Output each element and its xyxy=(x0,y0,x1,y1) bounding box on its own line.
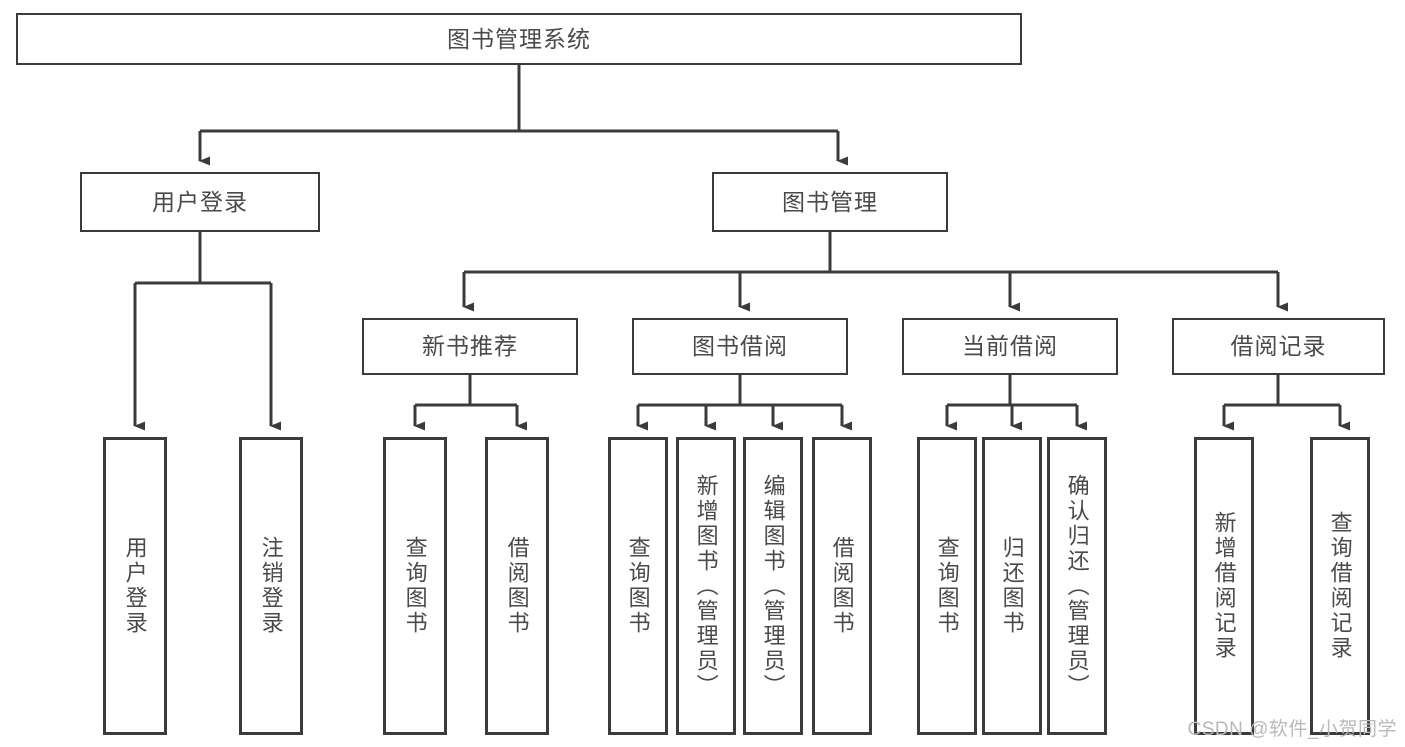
node-label: 查询图书 xyxy=(934,536,960,636)
node-label: 注销登录 xyxy=(258,536,284,636)
node-current-borrow[interactable]: 当前借阅 xyxy=(902,318,1118,375)
node-leaf-borrow-book[interactable]: 借阅图书 xyxy=(812,437,872,735)
node-leaf-query-book-current[interactable]: 查询图书 xyxy=(917,437,977,735)
node-label: 用户登录 xyxy=(152,188,248,215)
node-label: 新增借阅记录 xyxy=(1211,511,1237,661)
node-label: 借阅图书 xyxy=(504,536,530,636)
node-leaf-query-book-borrow[interactable]: 查询图书 xyxy=(608,437,668,735)
node-book-borrow[interactable]: 图书借阅 xyxy=(632,318,848,375)
node-label: 借阅记录 xyxy=(1230,333,1327,360)
node-leaf-query-book-recommend[interactable]: 查询图书 xyxy=(383,437,447,735)
node-label: 确认归还（管理员） xyxy=(1064,473,1090,699)
node-leaf-borrow-book-recommend[interactable]: 借阅图书 xyxy=(485,437,549,735)
node-leaf-confirm-return[interactable]: 确认归还（管理员） xyxy=(1047,437,1107,735)
node-new-book-recommend[interactable]: 新书推荐 xyxy=(362,318,578,375)
node-label: 图书管理系统 xyxy=(447,25,591,52)
node-leaf-edit-book[interactable]: 编辑图书（管理员） xyxy=(743,437,803,735)
watermark-text: CSDN @软件_小贺同学 xyxy=(1187,719,1397,740)
node-leaf-user-login[interactable]: 用户登录 xyxy=(103,437,167,735)
node-label: 查询图书 xyxy=(402,536,428,636)
node-leaf-query-borrow-record[interactable]: 查询借阅记录 xyxy=(1310,437,1370,735)
node-label: 编辑图书（管理员） xyxy=(760,473,786,699)
node-leaf-add-book[interactable]: 新增图书（管理员） xyxy=(676,437,736,735)
node-label: 新增图书（管理员） xyxy=(693,473,719,699)
node-label: 当前借阅 xyxy=(962,333,1058,360)
node-leaf-add-borrow-record[interactable]: 新增借阅记录 xyxy=(1194,437,1254,735)
node-book-management[interactable]: 图书管理 xyxy=(712,172,948,232)
node-label: 图书借阅 xyxy=(692,333,788,360)
node-label: 用户登录 xyxy=(122,536,148,636)
node-label: 新书推荐 xyxy=(422,333,518,360)
node-label: 借阅图书 xyxy=(829,536,855,636)
node-leaf-return-book[interactable]: 归还图书 xyxy=(982,437,1042,735)
node-borrow-record[interactable]: 借阅记录 xyxy=(1172,318,1385,375)
node-root-book-management-system[interactable]: 图书管理系统 xyxy=(16,13,1022,65)
node-label: 查询图书 xyxy=(625,536,651,636)
node-label: 查询借阅记录 xyxy=(1327,511,1353,661)
node-label: 归还图书 xyxy=(999,536,1025,636)
node-leaf-user-logout[interactable]: 注销登录 xyxy=(239,437,303,735)
node-label: 图书管理 xyxy=(782,188,878,215)
node-user-login[interactable]: 用户登录 xyxy=(80,172,320,232)
